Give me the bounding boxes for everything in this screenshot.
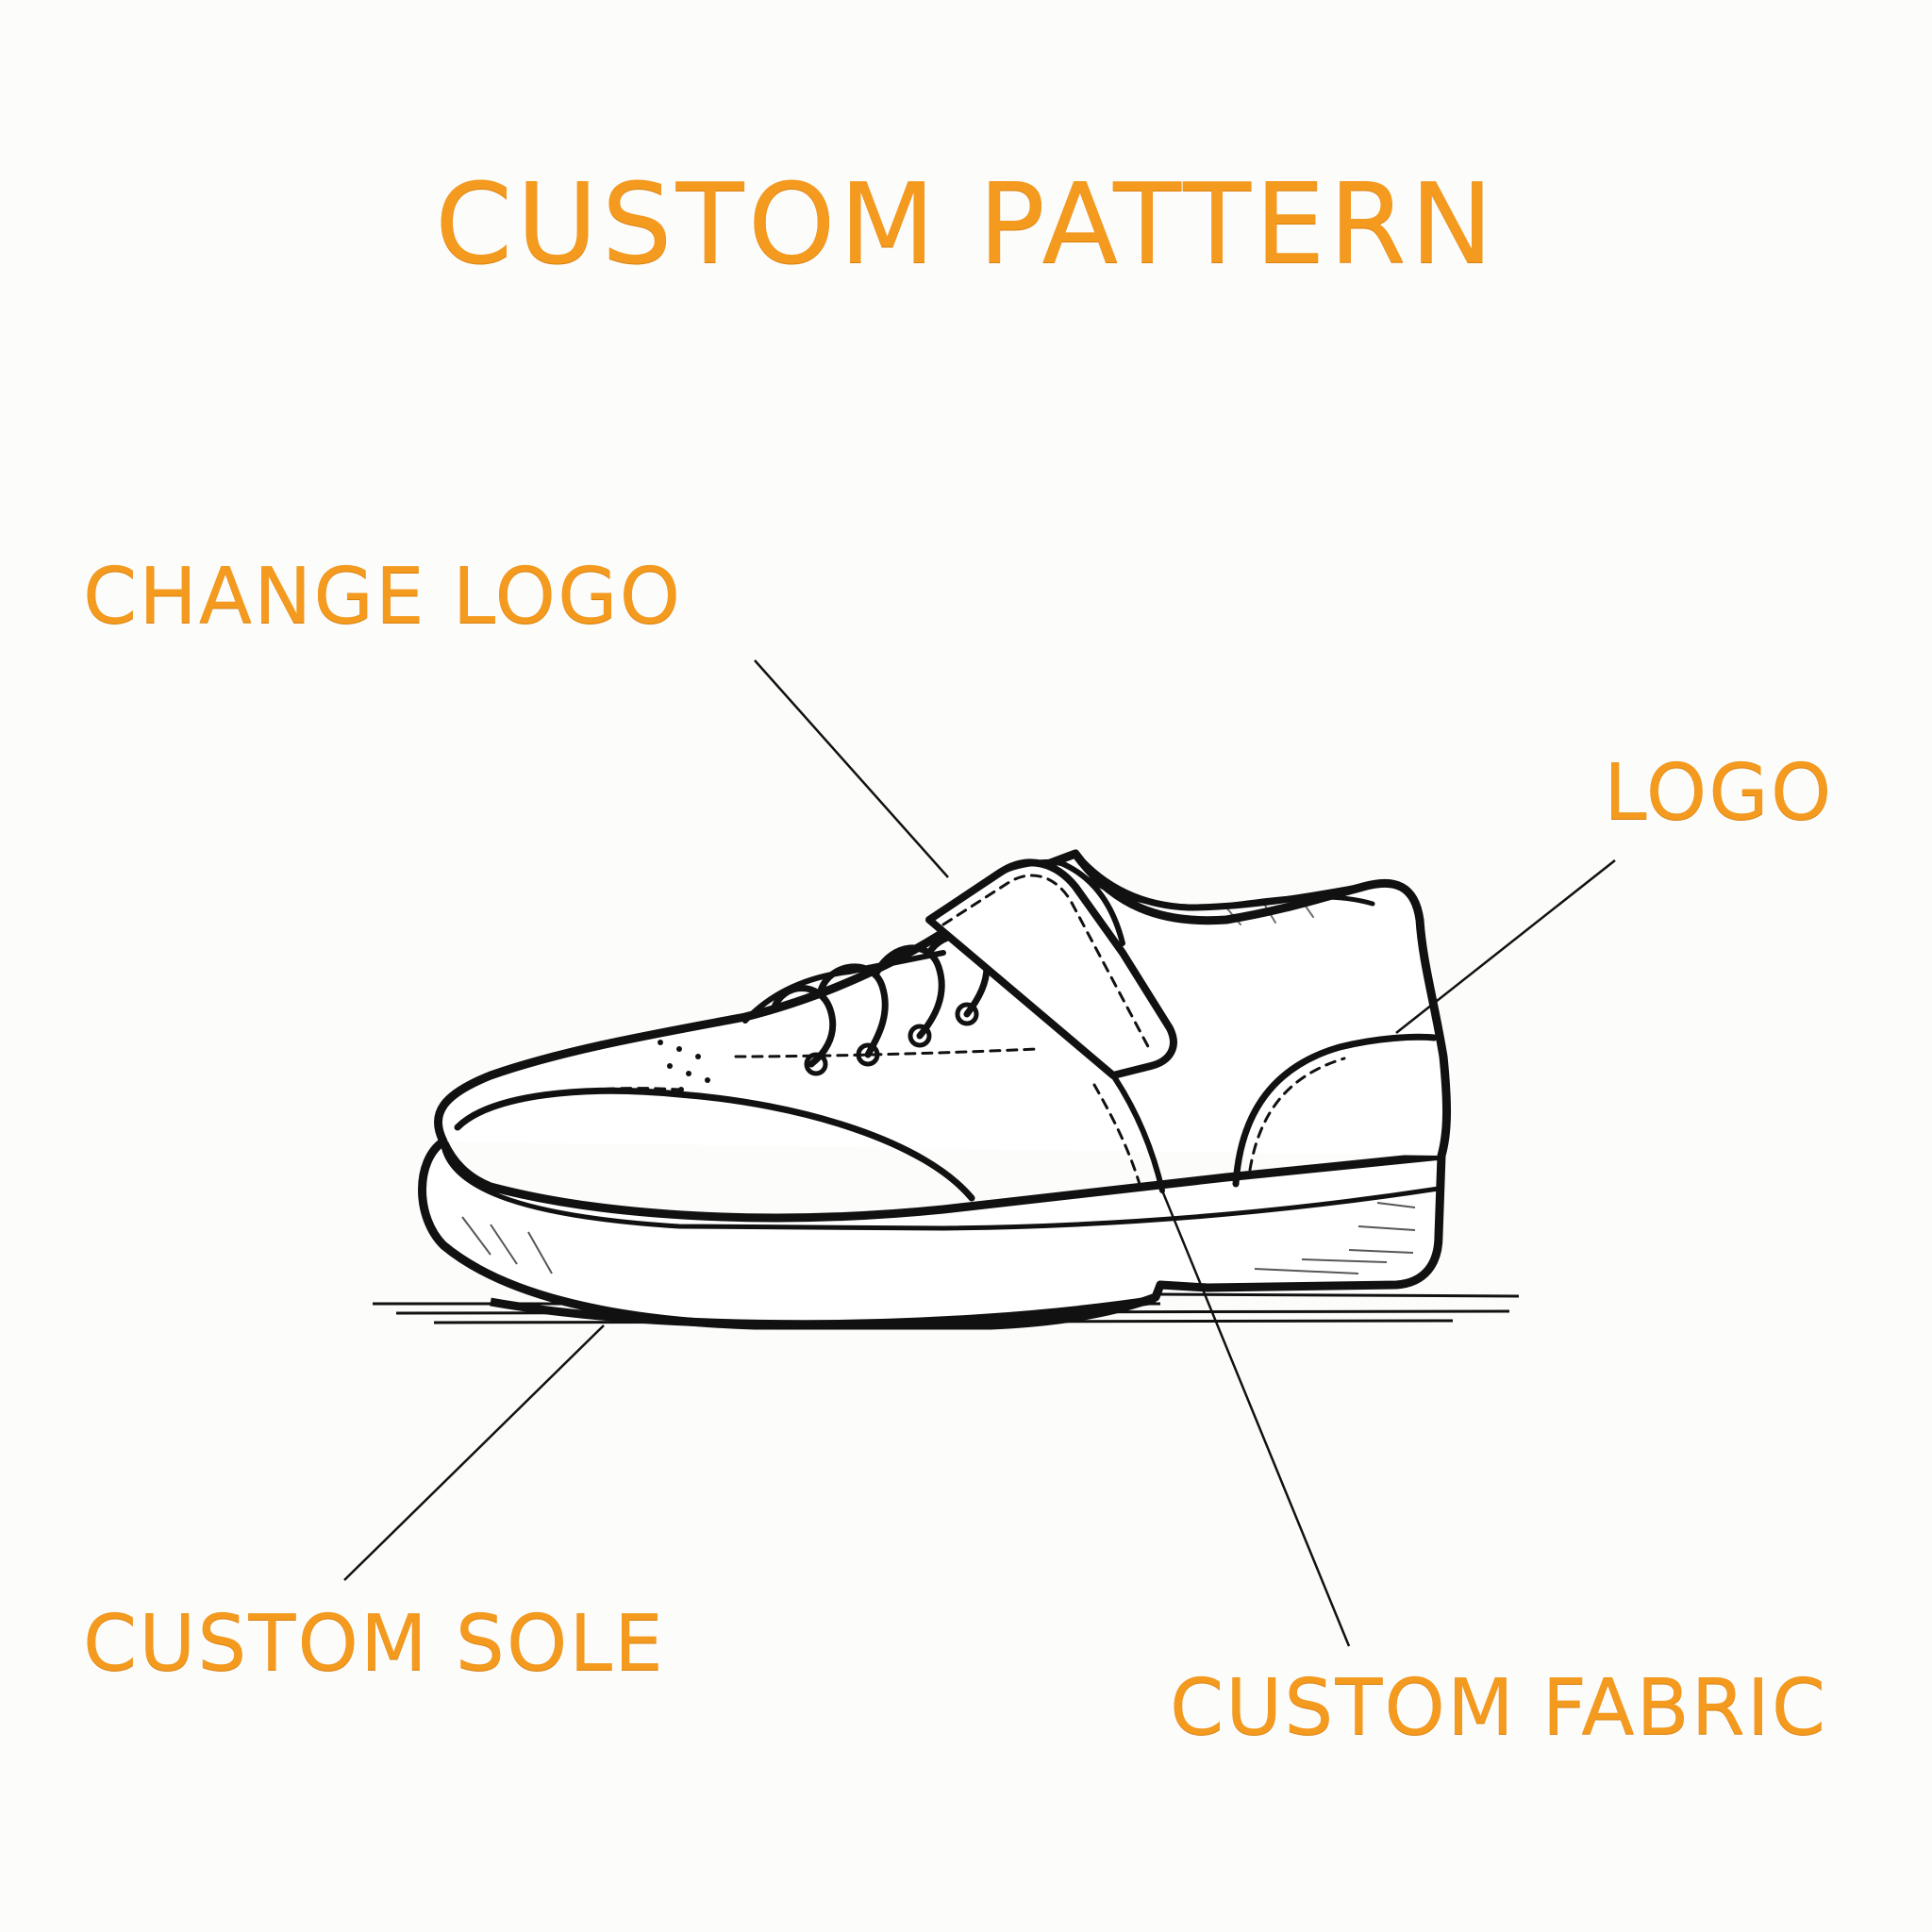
leader-custom-fabric: [1160, 1190, 1351, 1647]
leader-logo: [1395, 859, 1616, 1034]
callout-custom-sole: CUSTOM SOLE: [83, 1599, 665, 1689]
callout-logo: LOGO: [1604, 748, 1834, 838]
shoe-upper: [434, 849, 1452, 1202]
callout-change-logo: CHANGE LOGO: [83, 552, 683, 641]
page-title: CUSTOM PATTERN: [434, 158, 1497, 289]
shoe-sole: [418, 1137, 1446, 1330]
leader-custom-sole: [343, 1324, 605, 1581]
callout-custom-fabric: CUSTOM FABRIC: [1170, 1663, 1828, 1753]
callout-lines: [343, 659, 1616, 1647]
leader-change-logo: [754, 659, 949, 878]
